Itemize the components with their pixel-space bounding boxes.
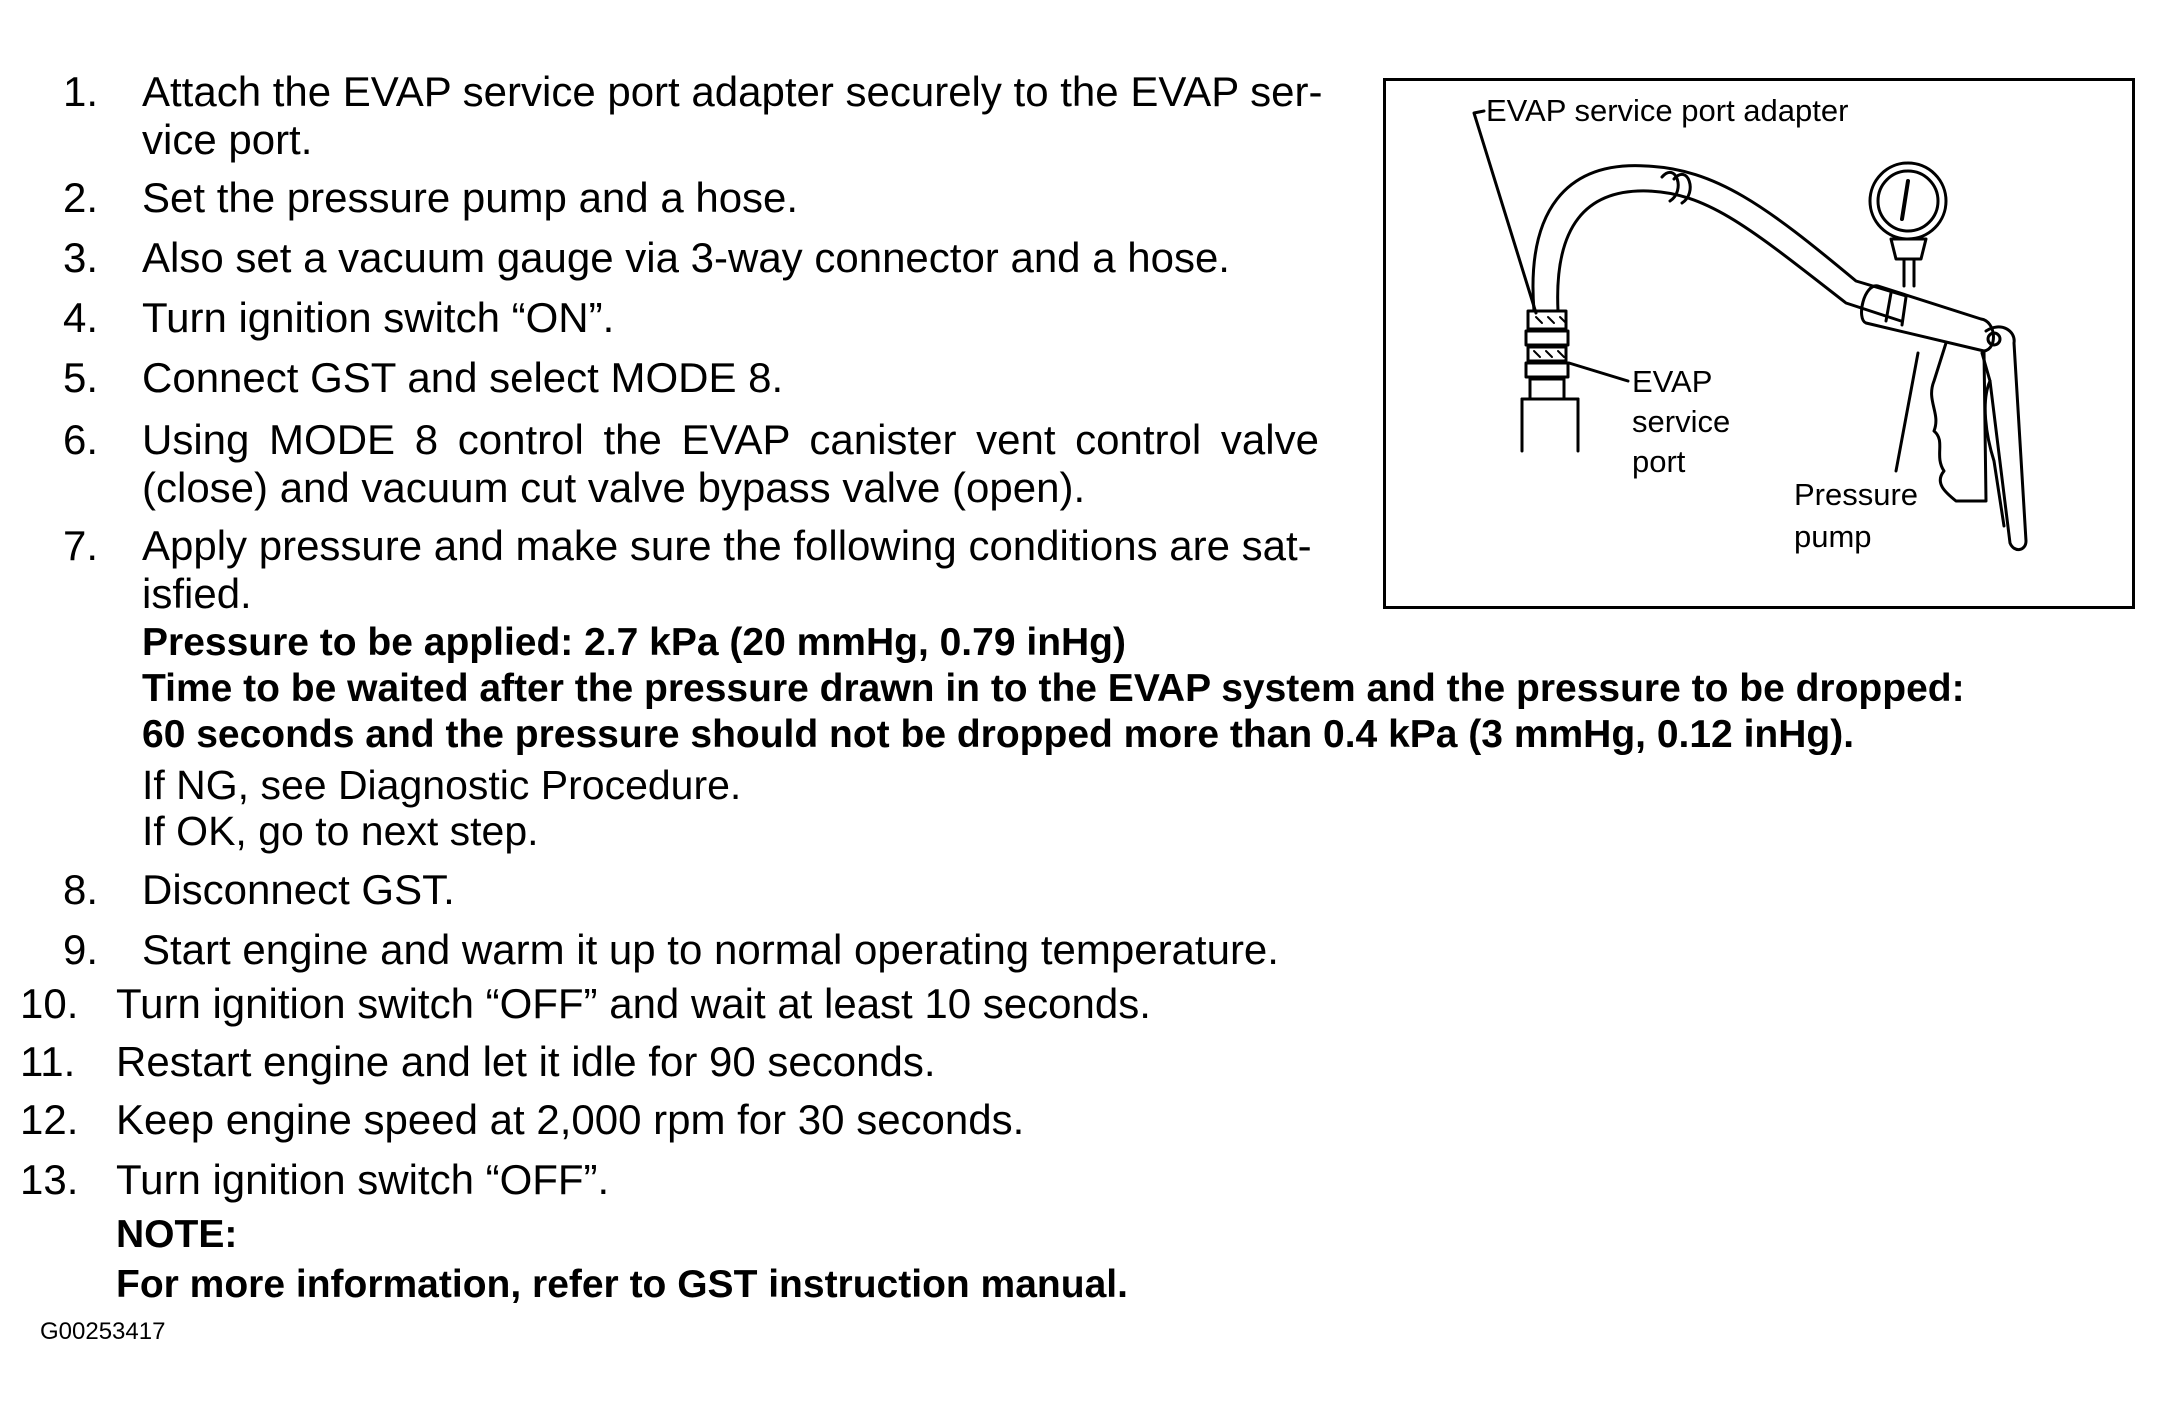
- step-11-number: 11.: [20, 1038, 76, 1085]
- evap-figure: EVAP service port adapter EVAP service p…: [1383, 78, 2135, 609]
- hose-break-mark: [1660, 170, 1680, 203]
- label-evap-service-port-line-3: port: [1632, 444, 1686, 479]
- step-3-number: 3.: [62, 234, 98, 281]
- step-3-line-1: Also set a vacuum gauge via 3-way connec…: [142, 234, 1230, 281]
- step-12-line-1: Keep engine speed at 2,000 rpm for 30 se…: [116, 1096, 1025, 1143]
- pump-handle-front: [1930, 341, 1988, 503]
- step-11-line-1: Restart engine and let it idle for 90 se…: [116, 1038, 936, 1085]
- step-4-line-1: Turn ignition switch “ON”.: [142, 294, 615, 341]
- pump-leader-line: [1894, 351, 1920, 473]
- service-port-tube: [1520, 397, 1580, 453]
- hose: [1531, 164, 1908, 313]
- pressure-pump-body: [1860, 284, 1995, 353]
- label-evap-service-port-adapter: EVAP service port adapter: [1486, 93, 1849, 128]
- step-7-line-2: isfied.: [142, 570, 252, 617]
- label-evap-service-port-line-1: EVAP: [1632, 364, 1713, 399]
- step-7-line-1: Apply pressure and make sure the followi…: [142, 522, 1312, 569]
- evap-pump-illustration: [1472, 109, 2028, 551]
- figure-code: G00253417: [40, 1318, 166, 1345]
- time-condition-line-2: 60 seconds and the pressure should not b…: [142, 713, 1855, 756]
- step-12-number: 12.: [20, 1096, 79, 1143]
- step-4-number: 4.: [62, 294, 98, 341]
- step-6-number: 6.: [62, 416, 98, 463]
- step-1-line-2: vice port.: [142, 116, 313, 163]
- step-13-line-1: Turn ignition switch “OFF”.: [116, 1156, 610, 1203]
- adapter-connector: [1526, 309, 1568, 331]
- step-2-line-1: Set the pressure pump and a hose.: [142, 174, 799, 221]
- step-5-number: 5.: [62, 354, 98, 401]
- step-9-line-1: Start engine and warm it up to normal op…: [142, 926, 1279, 973]
- label-pressure-pump-line-1: Pressure: [1794, 477, 1919, 512]
- step-10-number: 10.: [20, 980, 79, 1027]
- label-evap-service-port-line-2: service: [1632, 404, 1731, 439]
- note-text: For more information, refer to GST instr…: [116, 1263, 1128, 1306]
- step-6-line-2: (close) and vacuum cut valve bypass valv…: [142, 464, 1086, 511]
- step-9-number: 9.: [62, 926, 98, 973]
- ng-result: If NG, see Diagnostic Procedure.: [142, 762, 742, 808]
- port-leader-line: [1567, 361, 1630, 383]
- pressure-condition: Pressure to be applied: 2.7 kPa (20 mmHg…: [142, 621, 1126, 664]
- label-pressure-pump-line-2: pump: [1794, 519, 1872, 554]
- step-6-line-1: Using MODE 8 control the EVAP canister v…: [142, 416, 1319, 463]
- step-1-line-1: Attach the EVAP service port adapter sec…: [142, 68, 1323, 115]
- step-2-number: 2.: [62, 174, 98, 221]
- pump-handle-rear: [1980, 325, 2028, 551]
- ok-result: If OK, go to next step.: [142, 808, 539, 854]
- adapter-leader-line: [1472, 109, 1538, 315]
- step-1-number: 1.: [62, 68, 98, 115]
- vacuum-gauge: [1868, 161, 1948, 241]
- step-8-number: 8.: [62, 866, 98, 913]
- step-8-line-1: Disconnect GST.: [142, 866, 455, 913]
- step-7-number: 7.: [62, 522, 98, 569]
- note-heading: NOTE:: [116, 1213, 238, 1256]
- step-13-number: 13.: [20, 1156, 79, 1203]
- step-5-line-1: Connect GST and select MODE 8.: [142, 354, 784, 401]
- time-condition-line-1: Time to be waited after the pressure dra…: [142, 667, 1965, 710]
- step-10-line-1: Turn ignition switch “OFF” and wait at l…: [116, 980, 1151, 1027]
